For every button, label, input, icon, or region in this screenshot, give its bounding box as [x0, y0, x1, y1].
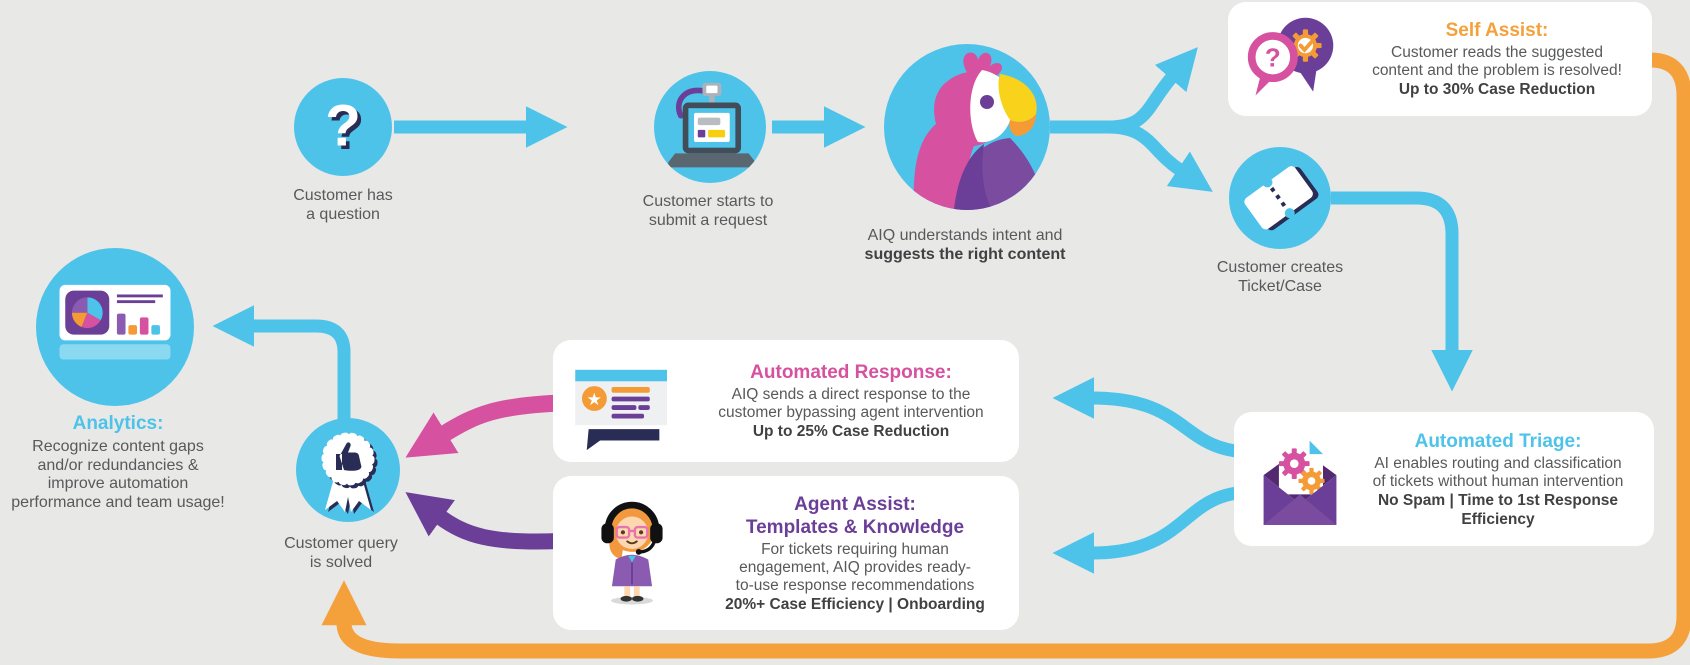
thumbs-up-badge-icon — [321, 432, 378, 514]
analytics-block: Analytics: Recognize content gaps and/or… — [0, 412, 236, 512]
analytics-title: Analytics: — [72, 413, 164, 434]
ticket-label: Customer creates Ticket/Case — [1216, 259, 1344, 295]
ticket-icon — [1244, 166, 1319, 231]
laptop-webcam-icon — [668, 82, 756, 168]
support-agent-icon — [589, 492, 675, 613]
arrow-self-assist-to-solved — [321, 52, 1690, 659]
agent-assist-text: Agent Assist: Templates & Knowledge For … — [725, 493, 985, 613]
question-node: ? ? — [294, 78, 392, 176]
arrow-triage-to-response — [1052, 377, 1253, 459]
arrow-triage-to-agent-assist — [1052, 485, 1253, 574]
chat-card-star-icon: ★ — [571, 366, 677, 457]
parrot-icon — [913, 52, 1044, 210]
arrow-agent-assist-to-solved — [405, 492, 568, 550]
aiq-label: AIQ understands intent and suggests the … — [864, 227, 1066, 263]
charts-dashboard-icon — [59, 284, 171, 360]
automated-response-text: Automated Response: AIQ sends a direct r… — [718, 362, 984, 440]
arrow-solved-to-analytics — [212, 305, 351, 422]
automated-response-card: ★ Automated Response: AIQ sends a direct… — [553, 340, 1019, 462]
solved-node — [296, 418, 400, 522]
agent-assist-card: Agent Assist: Templates & Knowledge For … — [553, 476, 1019, 630]
automated-triage-text: Automated Triage: AI enables routing and… — [1372, 430, 1624, 528]
arrow-response-to-solved — [405, 394, 569, 458]
self-assist-card: ? Self Assist: Customer reads the sugges… — [1228, 2, 1652, 116]
arrow-ticket-to-triage — [1331, 191, 1473, 392]
svg-text:?: ? — [329, 97, 365, 162]
automated-response-title: Automated Response: — [750, 362, 952, 383]
envelope-gears-icon — [1254, 431, 1346, 532]
agent-assist-subtitle: Templates & Knowledge — [745, 516, 965, 538]
svg-text:?: ? — [1265, 45, 1281, 73]
self-assist-text: Self Assist: Customer reads the suggeste… — [1372, 20, 1622, 98]
ticket-node — [1229, 147, 1331, 249]
question-label: Customer has a question — [293, 187, 393, 223]
chat-bubbles-gear-icon: ? — [1242, 11, 1342, 112]
automated-triage-title: Automated Triage: — [1414, 430, 1582, 452]
self-assist-title: Self Assist: — [1445, 20, 1549, 41]
agent-assist-title: Agent Assist: — [794, 493, 916, 515]
arrow-aiq-to-self-assist — [1107, 47, 1198, 134]
svg-text:?: ? — [325, 93, 361, 158]
arrow-aiq-to-ticket — [1107, 120, 1213, 192]
aiq-node — [884, 44, 1050, 210]
automated-triage-card: Automated Triage: AI enables routing and… — [1234, 412, 1654, 546]
analytics-node — [36, 248, 194, 406]
solved-label: Customer query is solved — [284, 535, 398, 571]
submit-node — [654, 71, 766, 183]
question-mark-icon: ? ? — [325, 93, 365, 162]
submit-label: Customer starts to submit a request — [642, 193, 774, 229]
svg-text:★: ★ — [587, 389, 602, 409]
